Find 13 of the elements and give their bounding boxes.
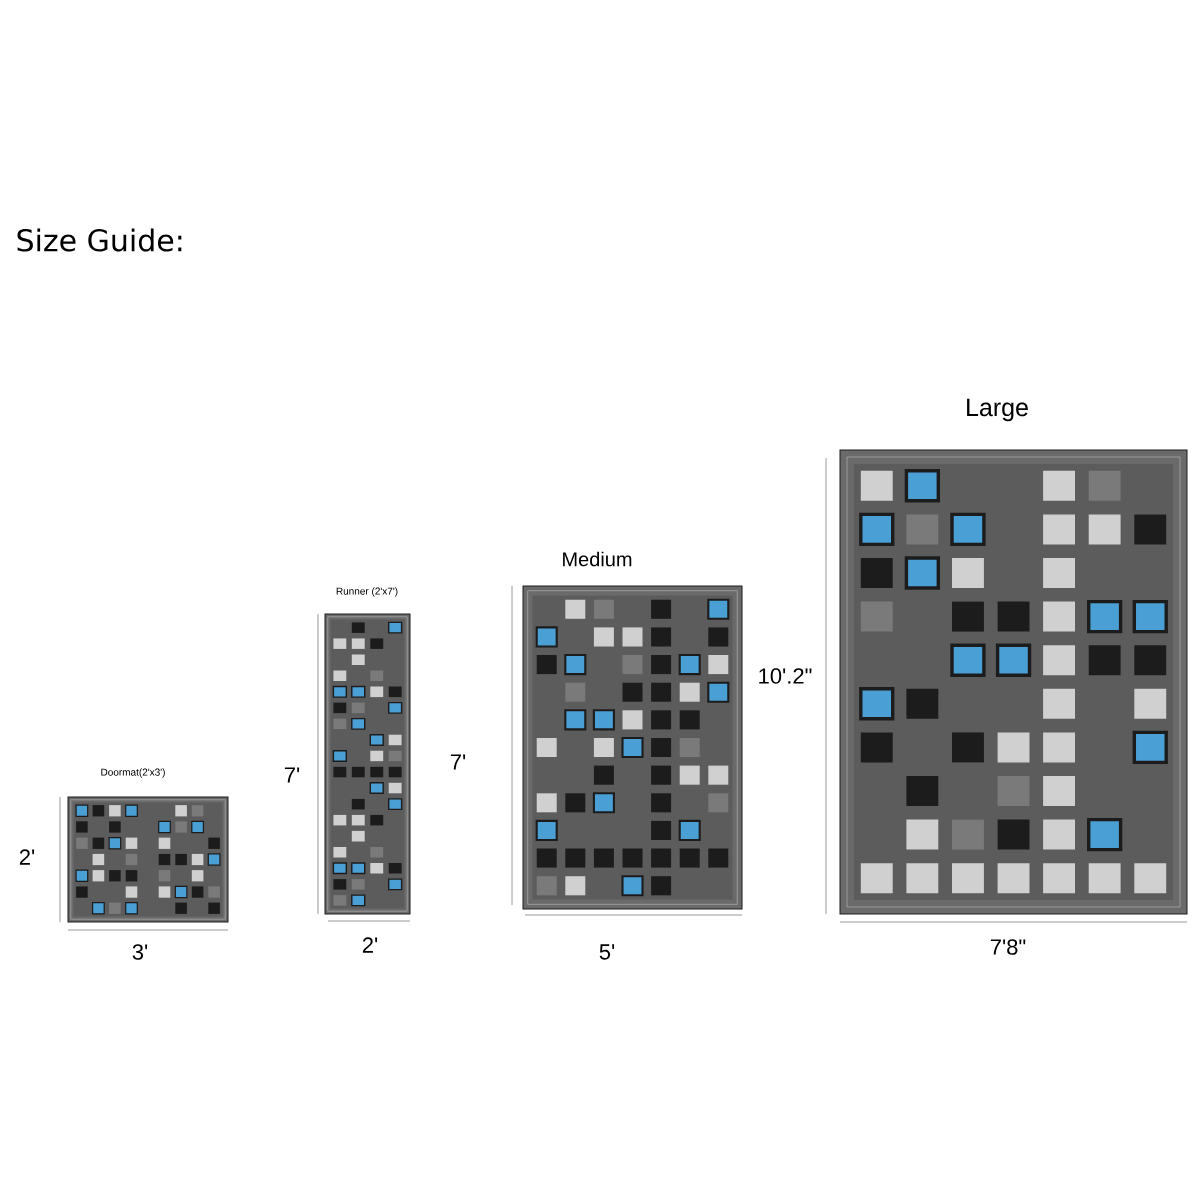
rug-heading: Runner (2'x7') <box>336 587 398 597</box>
dimension-label: 7'8" <box>990 939 1026 955</box>
rug-heading: Doormat(2'x3') <box>101 768 165 778</box>
dimension-label: 2' <box>19 849 35 865</box>
dimension-label: 5' <box>599 944 615 960</box>
dimension-label: 7' <box>450 754 466 770</box>
dimension-label: 2' <box>362 937 378 953</box>
dimension-label: 10'.2" <box>759 668 812 684</box>
rug-heading: Medium <box>563 551 632 567</box>
title: Size Guide: <box>17 228 182 252</box>
rug-heading: Large <box>967 398 1028 422</box>
dimension-label: 3' <box>132 944 148 960</box>
dimension-label: 7' <box>284 767 300 783</box>
